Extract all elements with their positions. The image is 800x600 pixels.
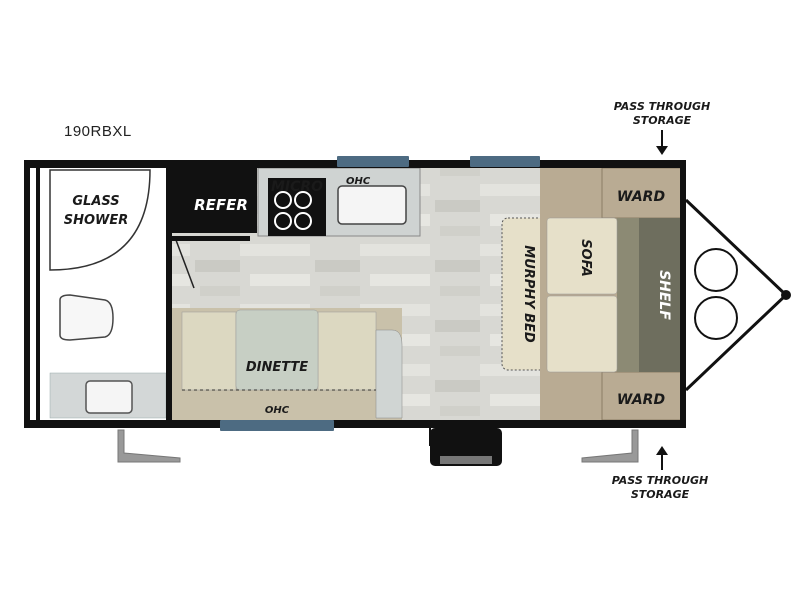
arrow-top-head	[656, 146, 668, 155]
murphy-bed-label: MURPHY BED	[521, 245, 536, 343]
ward-top	[601, 167, 683, 219]
pass-through-storage-bottom-label-1: PASS THROUGH	[612, 474, 709, 487]
refrigerator	[172, 168, 257, 233]
micro-label: MICRO	[271, 179, 323, 195]
burner	[274, 212, 292, 230]
model-name: 190RBXL	[64, 123, 132, 140]
sofa-cushion-top	[546, 217, 618, 295]
sofa-cushion-bottom	[546, 295, 618, 373]
dinette-bench-end	[375, 329, 403, 419]
trailer-tongue	[684, 198, 789, 392]
hitch-coupler	[781, 290, 791, 300]
refer-door	[172, 236, 250, 241]
dinette-table	[235, 309, 319, 391]
propane-tank	[694, 296, 738, 340]
shelf-label: SHELF	[656, 270, 672, 320]
pass-through-storage-bottom-label-2: STORAGE	[631, 488, 690, 501]
refer-label: REFER	[194, 196, 248, 214]
burner	[274, 191, 292, 209]
exterior-wall-right	[680, 160, 686, 428]
glass-shower	[49, 169, 151, 271]
sofa-back	[617, 218, 639, 372]
pass-through-storage-top-label-2: STORAGE	[633, 114, 692, 127]
ward-bottom-label: WARD	[617, 392, 665, 408]
dinette-seat-left	[181, 311, 237, 391]
ohc-kitchen-label: OHC	[346, 176, 371, 187]
exterior-wall-bottom	[24, 420, 684, 428]
pass-through-storage-top-label-1: PASS THROUGH	[614, 100, 711, 113]
shelf	[639, 218, 680, 372]
ohc-dinette-label: OHC	[265, 405, 290, 416]
arrow-bottom-head	[656, 446, 668, 455]
toilet	[59, 294, 114, 341]
vanity-sink	[85, 380, 133, 414]
bath-wall	[166, 165, 172, 423]
window	[470, 156, 540, 167]
burner	[294, 212, 312, 230]
refer-door-swing	[175, 239, 195, 289]
burner	[294, 191, 312, 209]
glass-shower-label-2: SHOWER	[64, 213, 129, 228]
rear-wall-inner	[36, 168, 40, 420]
entry-step-tread	[440, 456, 492, 464]
window	[337, 156, 409, 167]
kitchen-sink	[337, 185, 407, 225]
glass-shower-label-1: GLASS	[72, 194, 119, 209]
stabilizer-jack-rear	[117, 429, 181, 463]
dinette-label: DINETTE	[246, 360, 308, 375]
window	[220, 420, 334, 431]
dinette-seat-right	[317, 311, 377, 391]
exterior-wall-left	[24, 160, 30, 428]
propane-tank	[694, 248, 738, 292]
ward-bottom	[601, 371, 683, 421]
sofa-label: SOFA	[578, 239, 593, 277]
ward-top-label: WARD	[617, 189, 665, 205]
stabilizer-jack-front	[581, 429, 639, 463]
